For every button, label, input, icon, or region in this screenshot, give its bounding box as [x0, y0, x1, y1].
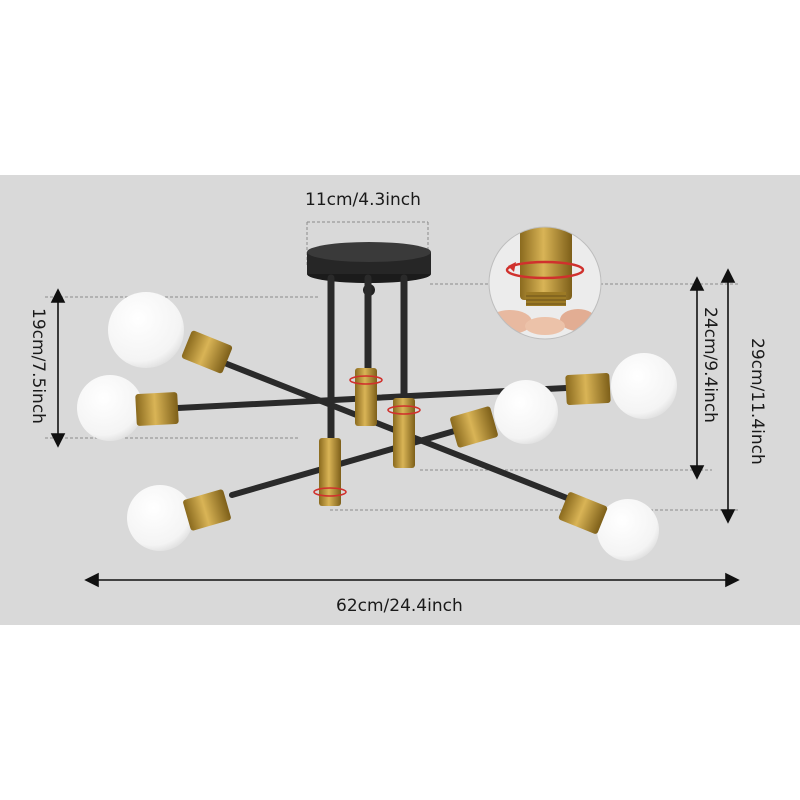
canopy-width-label: 11cm/4.3inch — [305, 190, 421, 210]
dimension-guides — [45, 221, 740, 511]
ceiling-canopy — [307, 242, 431, 296]
total-width-label: 62cm/24.4inch — [336, 596, 463, 616]
light-bulbs — [77, 292, 677, 561]
total-height-label: 29cm/11.4inch — [747, 338, 767, 465]
gold-sockets — [135, 330, 611, 534]
left-height-label: 19cm/7.5inch — [28, 308, 48, 424]
vertical-rods — [327, 274, 408, 449]
rotate-socket-icon — [488, 226, 602, 340]
rotation-markers — [313, 375, 421, 497]
dimension-arrows — [50, 268, 740, 588]
middle-height-label: 24cm/9.4inch — [700, 307, 720, 423]
